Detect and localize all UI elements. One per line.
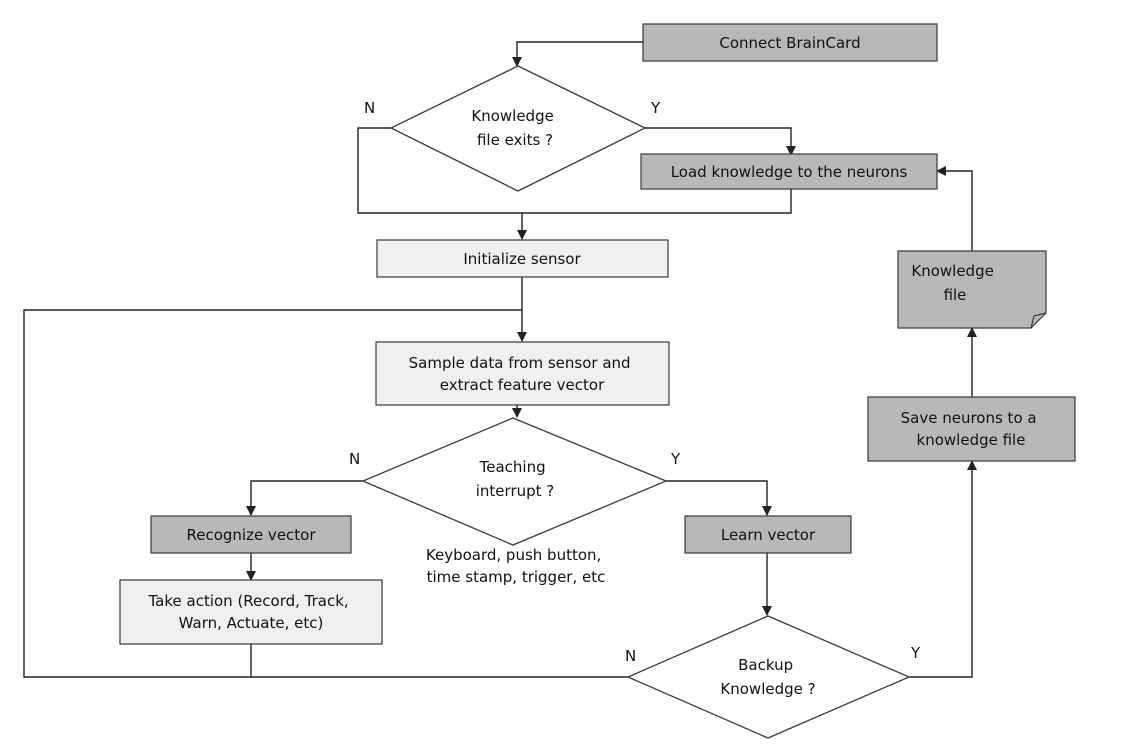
teaching-yes-label: Y	[670, 450, 681, 468]
sample-data-label: Sample data from sensor and extract feat…	[409, 354, 636, 394]
knowledge-no-label: N	[364, 99, 375, 117]
recognize-vector-label: Recognize vector	[186, 526, 316, 544]
teaching-interrupt-label: Teaching interrupt ?	[476, 458, 555, 500]
connect-braincard-label: Connect BrainCard	[719, 34, 860, 52]
learn-vector-box: Learn vector	[684, 515, 852, 554]
knowledge-exists-decision: Knowledge file exits ?	[389, 65, 647, 192]
connectors	[23, 41, 977, 678]
save-neurons-box: Save neurons to a knowledge file	[867, 396, 1076, 462]
connector-connect-to-decision	[512, 41, 643, 67]
teaching-no-label: N	[349, 450, 360, 468]
initialize-sensor-box: Initialize sensor	[376, 239, 669, 278]
save-neurons-label: Save neurons to a knowledge file	[901, 409, 1042, 449]
backup-yes-label: Y	[910, 644, 921, 662]
initialize-sensor-label: Initialize sensor	[463, 250, 581, 268]
recognize-vector-box: Recognize vector	[150, 515, 352, 554]
backup-knowledge-decision: Backup Knowledge ?	[626, 615, 911, 739]
knowledge-file-label: Knowledge file	[911, 262, 998, 304]
connector-knowledge-yes	[645, 127, 796, 156]
interrupt-sources-note: Keyboard, push button, time stamp, trigg…	[426, 546, 606, 586]
connector-file-to-load	[936, 166, 973, 251]
take-action-box: Take action (Record, Track, Warn, Actuat…	[119, 579, 383, 645]
knowledge-file-document: Knowledge file	[897, 250, 1047, 329]
knowledge-yes-label: Y	[650, 99, 661, 117]
connector-backup-yes	[909, 460, 977, 678]
backup-no-label: N	[625, 647, 636, 665]
knowledge-exists-label: Knowledge file exits ?	[471, 107, 558, 149]
teaching-interrupt-decision: Teaching interrupt ?	[361, 417, 668, 546]
take-action-label: Take action (Record, Track, Warn, Actuat…	[148, 592, 354, 632]
connector-load-to-init	[517, 189, 792, 240]
load-knowledge-label: Load knowledge to the neurons	[671, 163, 908, 181]
connector-teaching-no	[246, 480, 363, 516]
backup-knowledge-label: Backup Knowledge ?	[720, 656, 815, 698]
learn-vector-label: Learn vector	[721, 526, 816, 544]
load-knowledge-box: Load knowledge to the neurons	[640, 153, 938, 190]
connector-teaching-yes	[666, 480, 772, 516]
connect-braincard-box: Connect BrainCard	[642, 23, 938, 62]
connector-knowledge-no	[357, 127, 522, 214]
sample-data-box: Sample data from sensor and extract feat…	[375, 341, 670, 406]
connector-loop-return	[23, 309, 628, 678]
